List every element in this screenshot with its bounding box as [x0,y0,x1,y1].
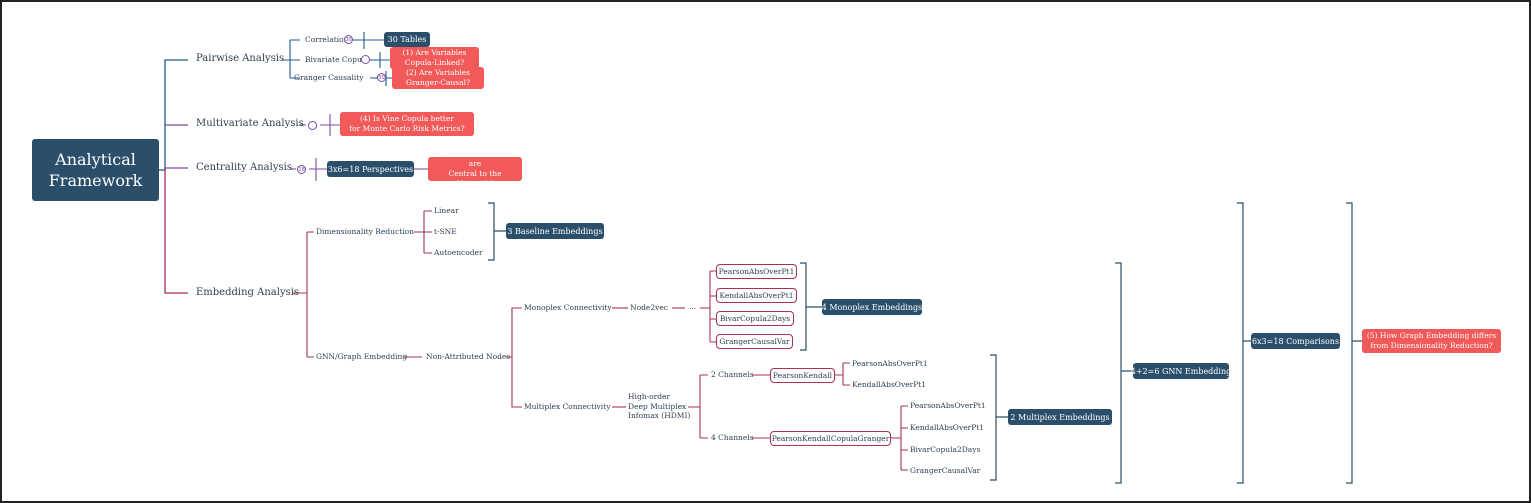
gnn-embedding-total-box: 4+2=6 GNN Embedding [1131,363,1231,379]
non-attributed-nodes-label: Non-Attributed Nodes [426,352,511,361]
embedding-analysis-label: Embedding Analysis [196,287,300,298]
centrality-analysis-label: Centrality Analysis [196,162,292,173]
multivariate-icon [308,121,317,130]
tables-box: 30 Tables [384,32,430,47]
monoplex-item-granger: GrangerCausalVar [716,334,793,349]
ch4-kendall-label: KendallAbsOverPt1 [910,423,985,432]
hdmi-line2: Deep Multiplex [628,401,687,411]
perspectives-box: 3x6=18 Perspectives [327,161,414,177]
ch2-pearson-label: PearsonAbsOverPt1 [852,359,928,368]
hdmi-line1: High-order [628,392,671,401]
question-3-box: (3) Which Variables are Central to the N… [428,149,522,188]
linear-label: Linear [434,206,459,215]
ch2-kendall-label: KendallAbsOverPt1 [852,380,927,389]
question-1-box: (1) Are Variables Copula-Linked? [390,47,479,69]
pairwise-analysis-label: Pairwise Analysis [196,53,285,64]
hdmi-line3: Infomax (HDMI) [628,411,691,420]
monoplex-item-kendall: KendallAbsOverPt1 [716,288,797,303]
correlation-label: Correlation [305,35,349,44]
pearson-kendall-pill: PearsonKendall [770,368,835,383]
baseline-embeddings-box: 3 Baseline Embeddings [506,223,604,239]
multivariate-analysis-label: Multivariate Analysis [196,118,304,129]
correlation-count-icon: 30 [344,35,353,44]
bivariate-copula-label: Bivariate Copula [305,55,369,64]
question-3-line2: Central to the Network? [448,169,502,188]
ch4-copula-label: BivarCopula2Days [910,445,981,454]
dimensionality-reduction-label: Dimensionality Reduction [316,227,414,236]
root-node: Analytical Framework [32,139,159,201]
question-1-line1: (1) Are Variables [402,48,467,57]
question-5-box: (5) How Graph Embedding differs from Dim… [1362,329,1501,353]
gnn-graph-embedding-label: GNN/Graph Embedding [316,352,408,361]
question-5-line2: from Dimensionality Reduction? [1370,341,1493,350]
pearson-kendall-copula-granger-pill: PearsonKendallCopulaGranger [770,431,891,446]
bivariate-copula-icon [361,55,370,64]
granger-causality-label: Granger Causality [294,73,364,82]
monoplex-item-pearson: PearsonAbsOverPt1 [716,264,797,279]
question-2-box: (2) Are Variables Granger-Causal? [392,67,484,89]
autoencoder-label: Autoencoder [434,248,483,257]
two-channels-label: 2 Channels [711,370,754,379]
ch4-pearson-label: PearsonAbsOverPt1 [910,401,986,410]
comparisons-box: 6x3=18 Comparisons [1251,333,1340,349]
ch4-granger-label: GrangerCausalVar [910,466,981,475]
question-4-line2: for Monte Carlo Risk Metrics? [349,124,465,133]
question-4-box: (4) Is Vine Copula better for Monte Carl… [340,112,474,136]
root-line1: Analytical [55,150,136,169]
granger-count-icon: 30 [377,73,386,82]
question-2-line1: (2) Are Variables [406,68,470,77]
root-line2: Framework [48,171,143,190]
tsne-label: t-SNE [434,227,457,236]
question-1-line2: Copula-Linked? [404,58,465,67]
node2vec-label: Node2vec [630,303,668,312]
monoplex-connectivity-label: Monoplex Connectivity [524,303,612,312]
multiplex-connectivity-label: Multiplex Connectivity [524,402,611,411]
ellipsis-label: ... [689,302,697,311]
question-5-line1: (5) How Graph Embedding differs [1366,331,1497,340]
question-4-line1: (4) Is Vine Copula better [360,114,454,123]
four-channels-label: 4 Channels [711,433,754,442]
multiplex-embeddings-box: 2 Multiplex Embeddings [1008,409,1112,425]
centrality-count-icon: 18 [297,165,306,174]
question-2-line2: Granger-Causal? [405,78,471,87]
monoplex-item-copula: BivarCopula2Days [716,311,794,326]
monoplex-embeddings-box: 4 Monoplex Embeddings [822,299,922,315]
hdmi-label: High-order Deep Multiplex Infomax (HDMI) [628,392,690,421]
question-3-line1: (3) Which Variables are [437,149,513,168]
